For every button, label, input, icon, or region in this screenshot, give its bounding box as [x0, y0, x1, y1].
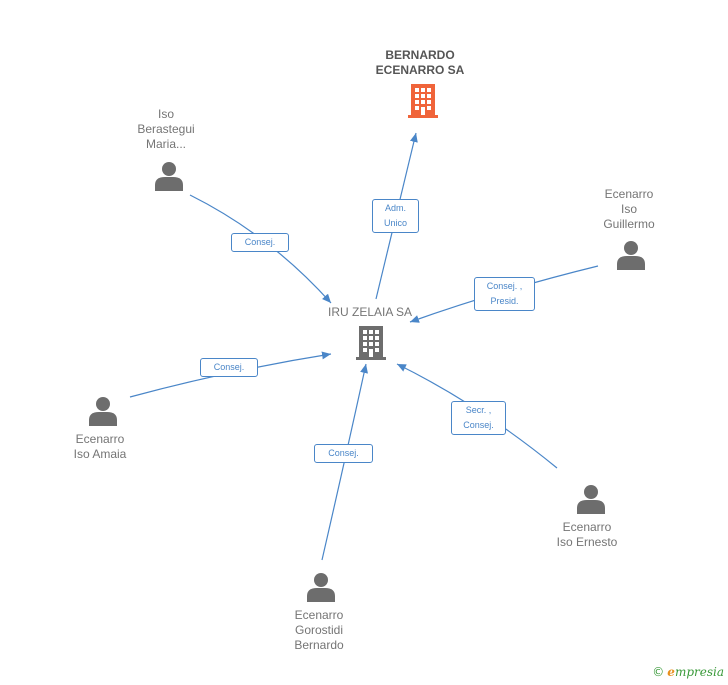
person-icon-amaia[interactable]	[89, 397, 117, 426]
copyright-icon: ©	[652, 665, 665, 679]
person-label-amaia[interactable]: Ecenarro Iso Amaia	[73, 432, 127, 461]
person-label-ernesto[interactable]: Ecenarro Iso Ernesto	[556, 520, 618, 549]
person-label-guillermo[interactable]: Ecenarro Iso Guillermo	[603, 187, 655, 231]
person-label-berastegui[interactable]: Iso Berastegui Maria...	[137, 107, 195, 151]
edge-label-consej-presid[interactable]: Consej. , Presid.	[474, 277, 535, 311]
person-icon-ernesto[interactable]	[577, 485, 605, 514]
person-icon-guillermo[interactable]	[617, 241, 645, 270]
person-icon-berastegui[interactable]	[155, 162, 183, 191]
target-company-label[interactable]: BERNARDO ECENARRO SA	[375, 48, 465, 77]
edge-label-consej-amaia[interactable]: Consej.	[200, 358, 258, 377]
edge-label-secr-consej[interactable]: Secr. , Consej.	[451, 401, 506, 435]
person-label-bernardo[interactable]: Ecenarro Gorostidi Bernardo	[294, 608, 344, 652]
edge-label-adm-unico[interactable]: Adm. Unico	[372, 199, 419, 233]
empresia-logo: ©empresia	[652, 665, 724, 679]
center-company-icon[interactable]	[356, 326, 386, 360]
edge-label-consej-bernardo[interactable]: Consej.	[314, 444, 373, 463]
center-company-label[interactable]: IRU ZELAIA SA	[327, 305, 413, 319]
edge-label-consej-berastegui[interactable]: Consej.	[231, 233, 289, 252]
person-icon-bernardo[interactable]	[307, 573, 335, 602]
target-company-icon[interactable]	[408, 84, 438, 118]
